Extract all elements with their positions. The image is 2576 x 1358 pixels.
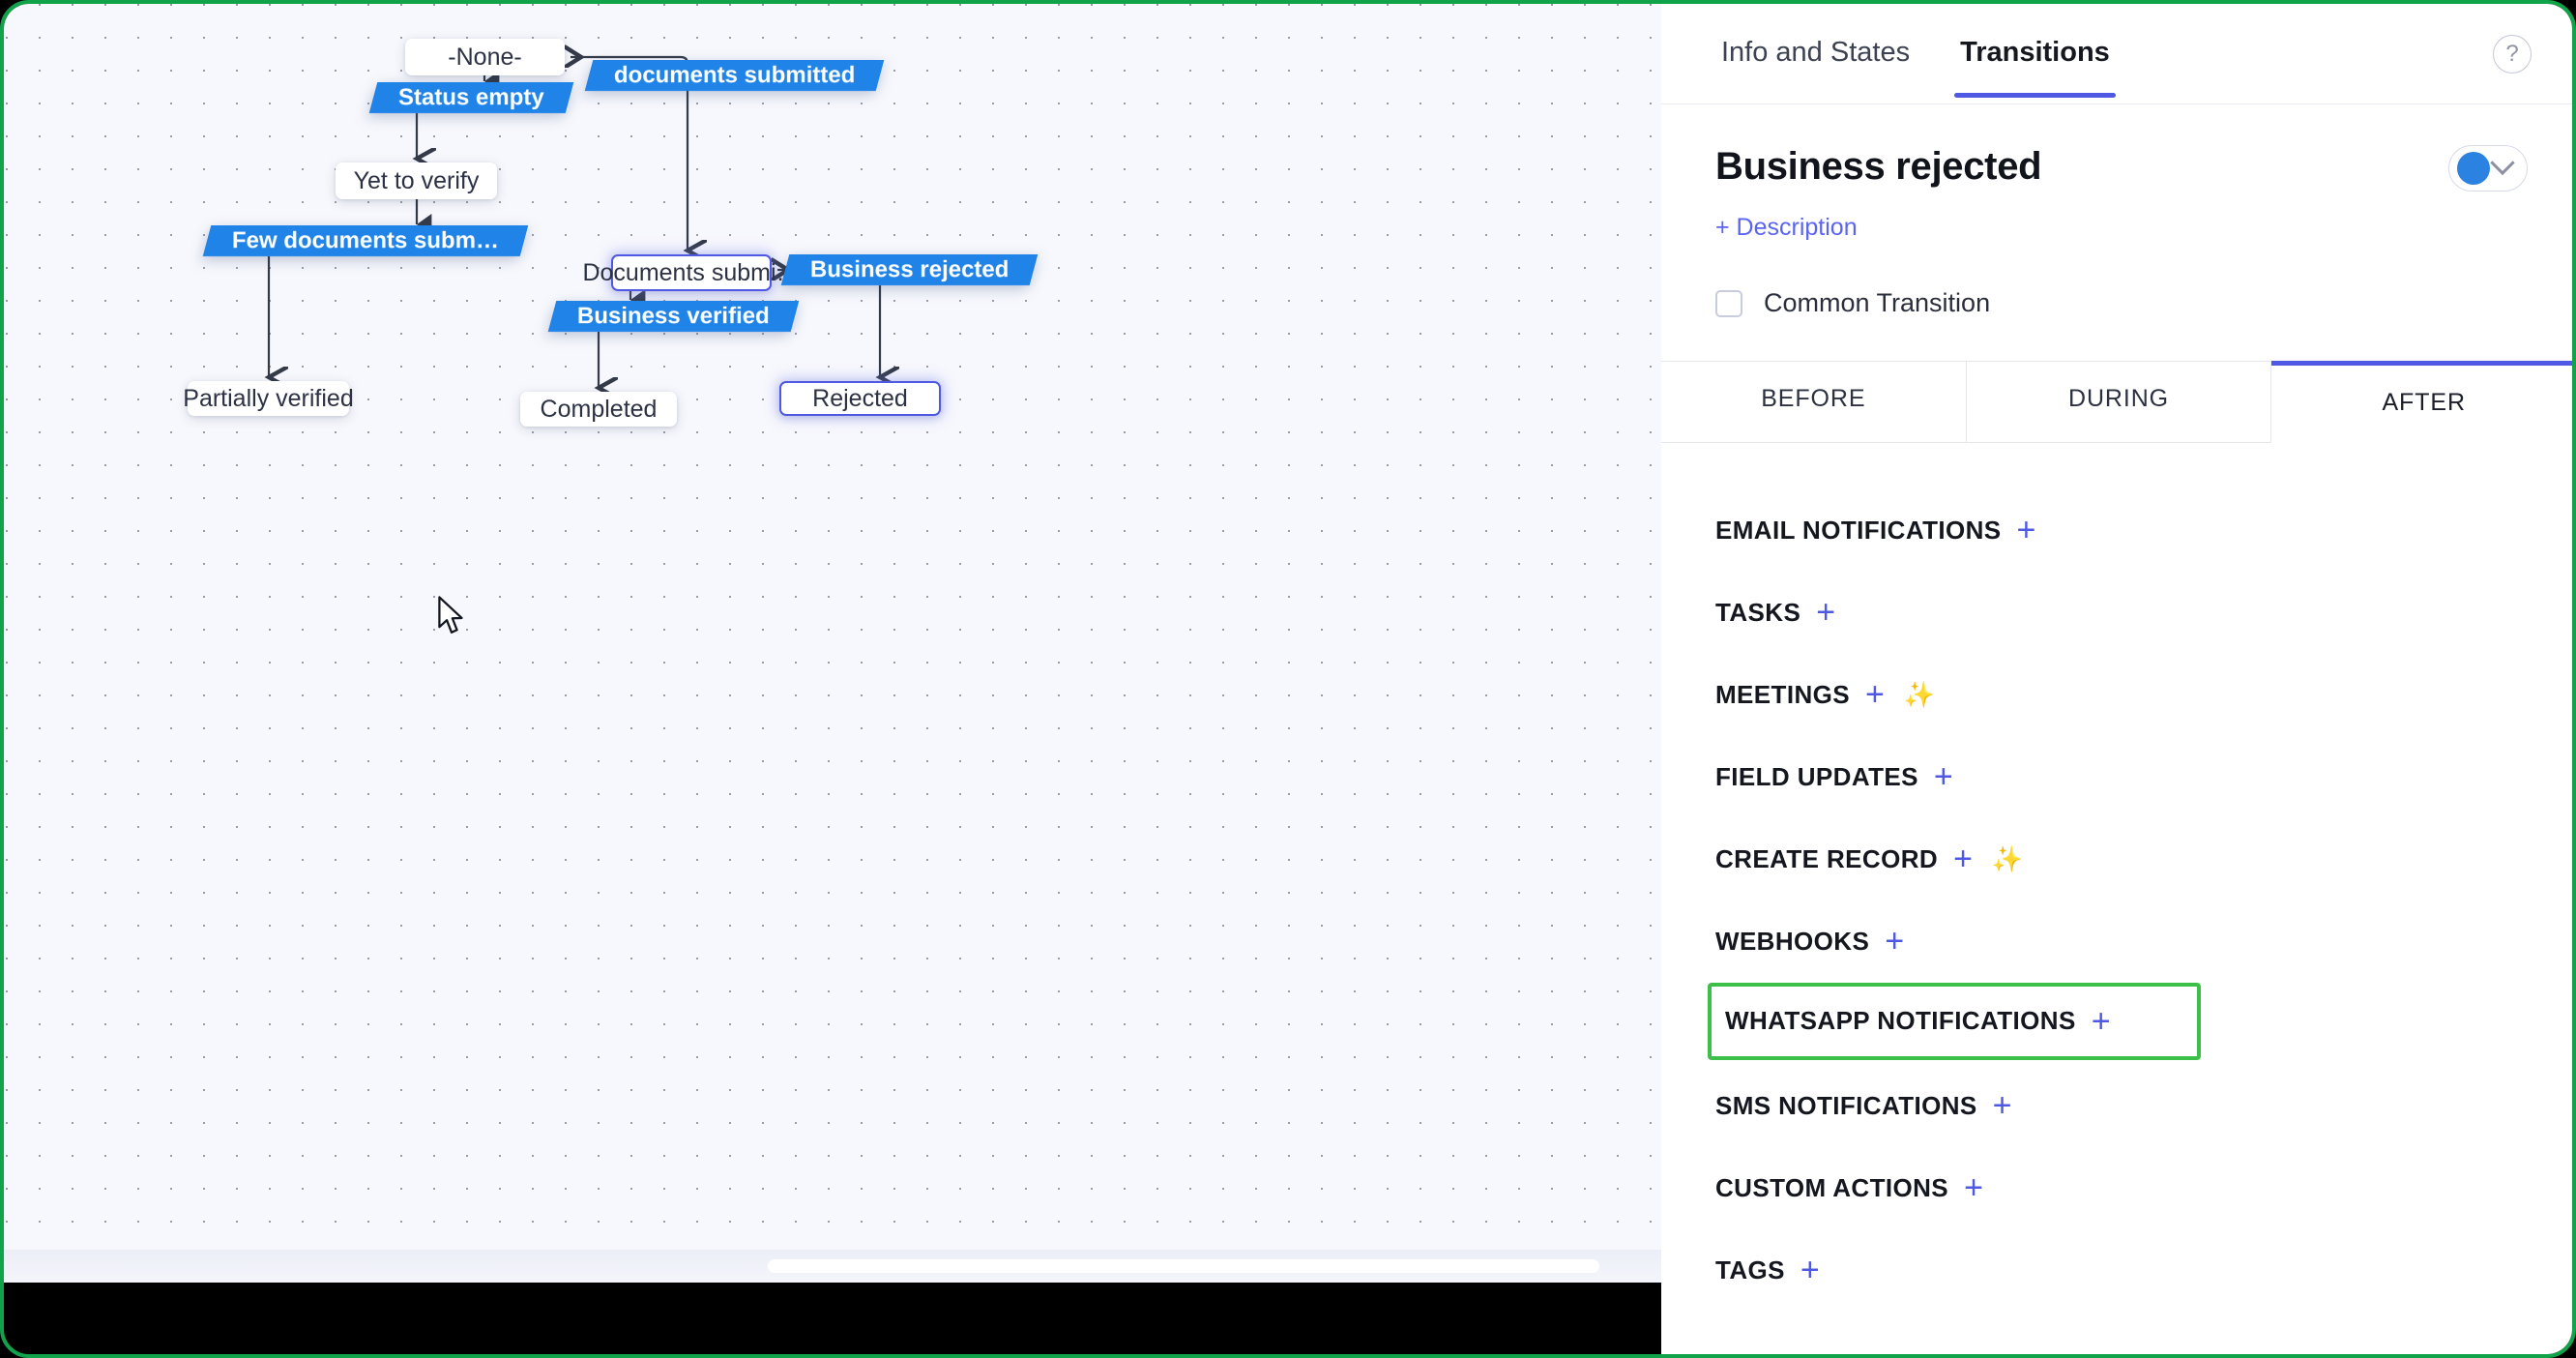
state-node-label: Documents submi… bbox=[582, 258, 801, 286]
common-transition-row[interactable]: Common Transition bbox=[1661, 242, 2572, 318]
stage-tab-bar: BEFORE DURING AFTER bbox=[1661, 360, 2572, 443]
tab-before[interactable]: BEFORE bbox=[1661, 362, 1967, 442]
transition-label-text: Business verified bbox=[577, 303, 770, 329]
transition-label-documents-submitted[interactable]: documents submitted bbox=[584, 60, 885, 91]
state-node-documents-submitted[interactable]: Documents submi… bbox=[582, 254, 801, 291]
transition-header: Business rejected + Description bbox=[1661, 104, 2572, 242]
add-icon[interactable]: + bbox=[2016, 512, 2036, 548]
state-node-partially-verified[interactable]: Partially verified bbox=[183, 381, 354, 416]
section-label: SMS NOTIFICATIONS bbox=[1715, 1090, 1977, 1120]
tab-transitions[interactable]: Transitions bbox=[1954, 12, 2116, 98]
transition-label-business-rejected[interactable]: Business rejected bbox=[780, 254, 1039, 285]
transition-details-panel: Info and States Transitions ? Business r… bbox=[1661, 4, 2572, 1354]
state-node-label: Partially verified bbox=[183, 384, 354, 412]
transition-label-few-documents-submitted[interactable]: Few documents subm… bbox=[202, 225, 529, 256]
state-node-label: Yet to verify bbox=[353, 166, 480, 194]
section-tags[interactable]: TAGS + bbox=[1661, 1229, 2572, 1312]
add-icon[interactable]: + bbox=[1933, 758, 1953, 795]
section-label: WEBHOOKS bbox=[1715, 926, 1870, 956]
transition-label-status-empty[interactable]: Status empty bbox=[368, 82, 573, 113]
mouse-cursor bbox=[438, 596, 463, 634]
add-icon[interactable]: + bbox=[1816, 594, 1836, 631]
state-node-none[interactable]: -None- bbox=[405, 39, 565, 75]
tab-during[interactable]: DURING bbox=[1966, 362, 2272, 442]
add-icon[interactable]: + bbox=[1953, 841, 1973, 877]
add-icon[interactable]: + bbox=[1885, 923, 1905, 959]
transition-label-text: documents submitted bbox=[614, 62, 856, 88]
transition-label-text: Business rejected bbox=[810, 256, 1010, 282]
section-label: TASKS bbox=[1715, 597, 1801, 627]
state-node-label: Completed bbox=[540, 395, 658, 423]
section-label: MEETINGS bbox=[1715, 679, 1850, 709]
section-field-updates[interactable]: FIELD UPDATES + bbox=[1661, 736, 2572, 818]
sparkle-icon: ✨ bbox=[1903, 679, 1936, 709]
section-custom-actions[interactable]: CUSTOM ACTIONS + bbox=[1661, 1147, 2572, 1229]
stage-tab-label: BEFORE bbox=[1761, 385, 1866, 412]
transition-label-text: Few documents subm… bbox=[232, 227, 500, 253]
connector-layer bbox=[4, 4, 1661, 1283]
common-transition-label: Common Transition bbox=[1764, 288, 1991, 317]
add-icon[interactable]: + bbox=[2091, 1002, 2111, 1040]
state-node-label: -None- bbox=[448, 43, 522, 71]
canvas-grid-background bbox=[4, 4, 1661, 1283]
section-label: EMAIL NOTIFICATIONS bbox=[1715, 515, 2002, 545]
state-node-completed[interactable]: Completed bbox=[520, 392, 677, 427]
tab-label: Transitions bbox=[1960, 37, 2110, 68]
canvas-horizontal-scrollbar[interactable] bbox=[4, 1250, 1661, 1283]
transition-label-text: Status empty bbox=[398, 84, 544, 110]
sparkle-icon: ✨ bbox=[1991, 843, 2024, 873]
add-icon[interactable]: + bbox=[1964, 1169, 1983, 1206]
section-label: CREATE RECORD bbox=[1715, 843, 1939, 873]
section-email-notifications[interactable]: EMAIL NOTIFICATIONS + bbox=[1661, 489, 2572, 572]
section-label: TAGS bbox=[1715, 1255, 1785, 1284]
add-icon[interactable]: + bbox=[1992, 1087, 2012, 1124]
scrollbar-thumb[interactable] bbox=[768, 1259, 1599, 1273]
section-label: CUSTOM ACTIONS bbox=[1715, 1172, 1949, 1202]
transition-title: Business rejected bbox=[1715, 145, 2042, 188]
panel-tab-bar: Info and States Transitions ? bbox=[1661, 4, 2572, 104]
state-node-label: Rejected bbox=[812, 384, 908, 412]
add-icon[interactable]: + bbox=[1800, 1252, 1820, 1288]
state-node-yet-to-verify[interactable]: Yet to verify bbox=[336, 162, 497, 199]
help-icon[interactable]: ? bbox=[2493, 35, 2532, 74]
section-webhooks[interactable]: WEBHOOKS + bbox=[1661, 900, 2572, 983]
action-sections-list: EMAIL NOTIFICATIONS + TASKS + MEETINGS +… bbox=[1661, 443, 2572, 1312]
transition-status-toggle[interactable] bbox=[2448, 145, 2528, 192]
section-meetings[interactable]: MEETINGS + ✨ bbox=[1661, 654, 2572, 736]
common-transition-checkbox[interactable] bbox=[1715, 289, 1742, 317]
add-icon[interactable]: + bbox=[1865, 676, 1885, 713]
stage-tab-label: AFTER bbox=[2382, 388, 2466, 416]
workflow-canvas[interactable]: -None- Yet to verify Documents submi… Pa… bbox=[4, 4, 1661, 1283]
section-tasks[interactable]: TASKS + bbox=[1661, 572, 2572, 654]
tab-label: Info and States bbox=[1721, 37, 1911, 68]
section-create-record[interactable]: CREATE RECORD + ✨ bbox=[1661, 818, 2572, 900]
section-sms-notifications[interactable]: SMS NOTIFICATIONS + bbox=[1661, 1065, 2572, 1147]
section-label: WHATSAPP NOTIFICATIONS bbox=[1725, 1006, 2076, 1035]
help-glyph: ? bbox=[2505, 41, 2519, 67]
transition-label-business-verified[interactable]: Business verified bbox=[547, 301, 800, 332]
state-node-rejected[interactable]: Rejected bbox=[779, 381, 941, 416]
section-whatsapp-notifications[interactable]: WHATSAPP NOTIFICATIONS + bbox=[1708, 982, 2201, 1060]
status-dot-icon bbox=[2457, 152, 2490, 185]
tab-after[interactable]: AFTER bbox=[2271, 360, 2572, 443]
chevron-down-icon bbox=[2490, 150, 2515, 176]
section-label: FIELD UPDATES bbox=[1715, 761, 1918, 791]
stage-tab-label: DURING bbox=[2068, 385, 2170, 412]
add-description-link[interactable]: + Description bbox=[1715, 214, 1858, 241]
tab-info-and-states[interactable]: Info and States bbox=[1715, 12, 1916, 96]
